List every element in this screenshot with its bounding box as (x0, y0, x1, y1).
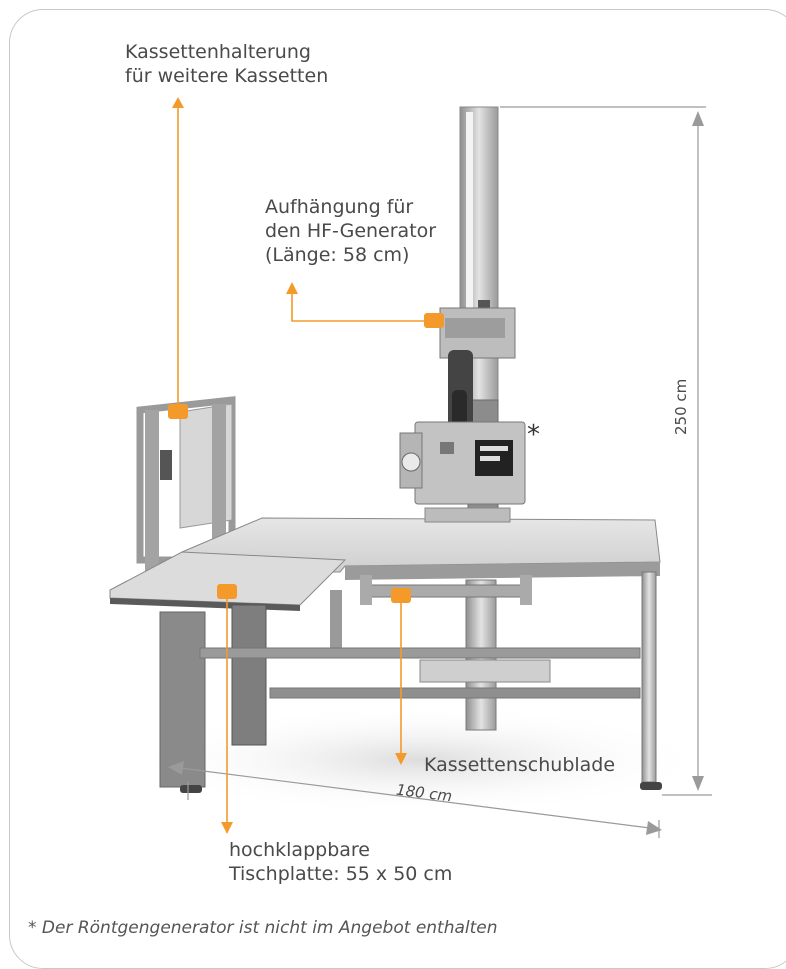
label-cassette-drawer: Kassettenschublade (424, 754, 616, 776)
device-illustration (109, 97, 712, 838)
table-top (109, 507, 661, 611)
label-tabletop: hochklappbare Tischplatte: 55 x 50 cm (229, 839, 453, 885)
label-generator-mount: Aufhängung für den HF-Generator (Länge: … (265, 196, 437, 266)
callout-cassette-drawer (391, 588, 411, 765)
callout-cassette-holder (168, 97, 188, 419)
height-dimension (500, 106, 712, 796)
floor-shadow (130, 705, 710, 815)
callout-generator-mount (286, 282, 444, 328)
cassette-drawer-shape (360, 575, 532, 605)
generator-asterisk: * (527, 420, 540, 450)
footnote: * Der Röntgengenerator ist nicht im Ange… (28, 918, 498, 938)
callout-tabletop (217, 584, 237, 834)
height-label: 250 cm (672, 378, 690, 435)
width-dimension (168, 761, 662, 838)
label-cassette-holder: Kassettenhalterung für weitere Kassetten (125, 41, 329, 87)
xray-generator (399, 421, 526, 505)
table-legs (159, 571, 662, 793)
